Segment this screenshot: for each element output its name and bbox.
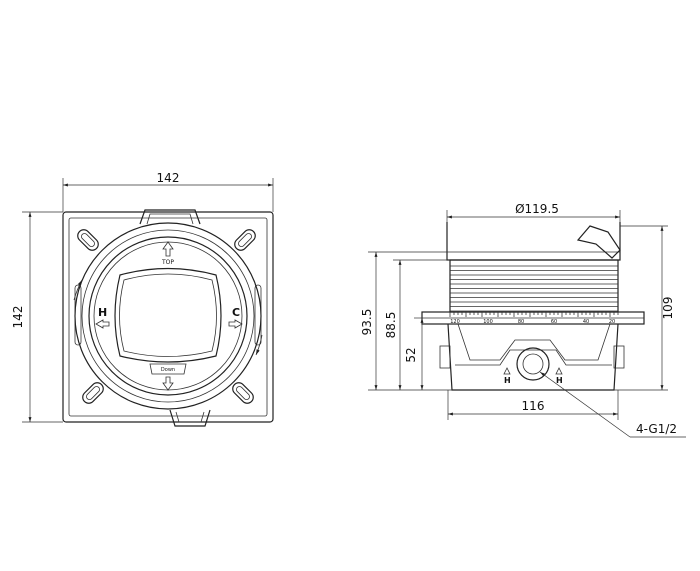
cold-arrow-icon bbox=[228, 319, 243, 329]
top-arrow-icon bbox=[162, 241, 174, 257]
label-hot: H bbox=[98, 306, 107, 319]
label-hot-right: H bbox=[556, 376, 563, 385]
down-arrow-icon bbox=[162, 376, 174, 391]
scale-label-100: 100 bbox=[483, 319, 493, 325]
dim-109: 109 bbox=[661, 297, 675, 320]
scale-label-20: 20 bbox=[609, 319, 615, 325]
threaded-body bbox=[449, 259, 619, 313]
label-hot-left: H bbox=[504, 376, 511, 385]
dim-front-height: 142 bbox=[11, 306, 25, 329]
dim-116: 116 bbox=[522, 399, 545, 413]
label-top: TOP bbox=[161, 259, 174, 266]
side-view: 120 100 80 60 40 20 H H Ø119.5 93.5 88. bbox=[360, 202, 686, 438]
scale-label-40: 40 bbox=[583, 319, 589, 325]
label-cold: C bbox=[232, 306, 240, 319]
dim-diameter: Ø119.5 bbox=[515, 202, 559, 216]
dim-52: 52 bbox=[404, 347, 418, 362]
dim-88-5: 88.5 bbox=[384, 312, 398, 339]
label-down: Down bbox=[161, 367, 175, 373]
front-view: TOP H C Down 142 142 bbox=[11, 171, 274, 427]
outlet-port bbox=[516, 347, 550, 381]
hot-arrow-icon bbox=[95, 319, 110, 329]
port-note: 4-G1/2 bbox=[636, 422, 677, 436]
scale-label-60: 60 bbox=[551, 319, 557, 325]
scale-label-120: 120 bbox=[450, 319, 460, 325]
corner-slots bbox=[77, 229, 256, 404]
dim-front-width: 142 bbox=[157, 171, 180, 185]
mounting-plate bbox=[62, 211, 274, 423]
display-window bbox=[114, 267, 222, 363]
scale-label-80: 80 bbox=[518, 319, 524, 325]
dim-93-5: 93.5 bbox=[360, 309, 374, 336]
